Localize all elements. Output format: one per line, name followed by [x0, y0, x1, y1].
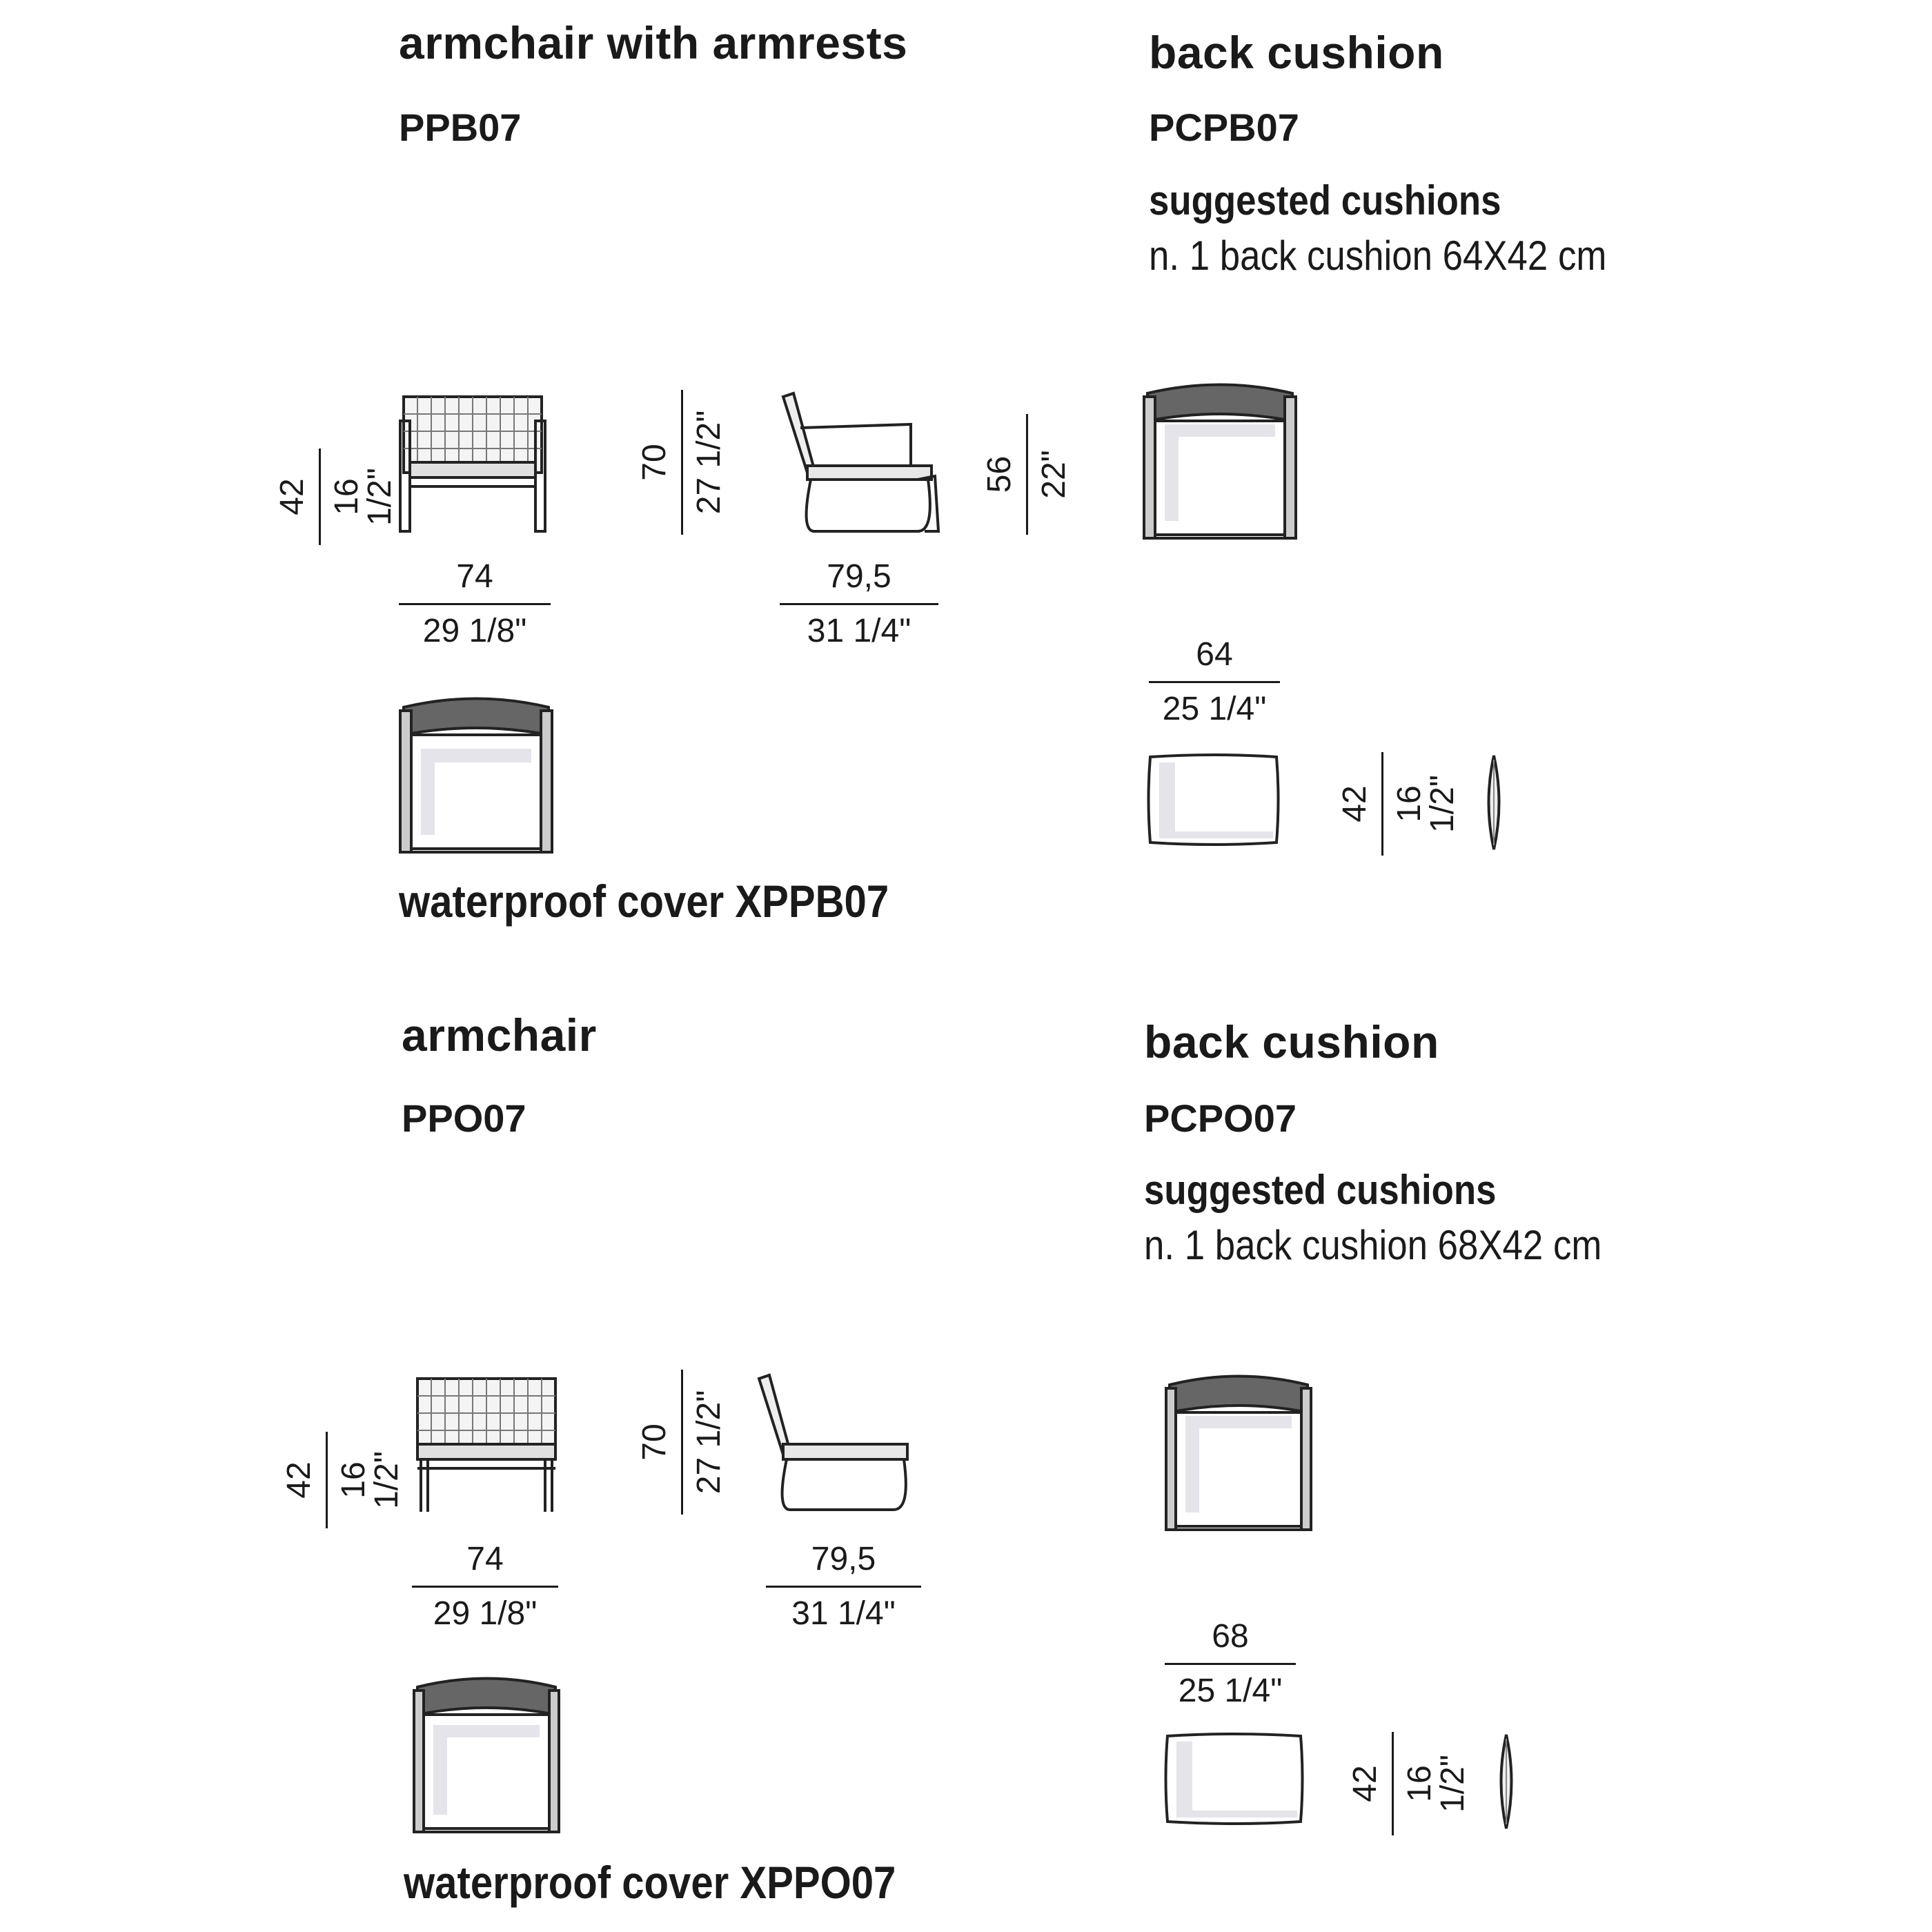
dim-in: 27 1/2": [681, 1370, 727, 1515]
cushion1-side-view: [1487, 755, 1501, 850]
block2-cover: waterproof cover XPPO07: [404, 1857, 896, 1908]
block1-side-height-dim: 70 27 1/2": [636, 390, 727, 535]
block1-code: PPB07: [399, 106, 522, 149]
dim-in: 16 1/2": [319, 448, 398, 545]
dim-cm: 70: [636, 1423, 673, 1461]
armchair-armrests-top-view: [399, 697, 553, 854]
cushion2-side-view: [1499, 1734, 1513, 1829]
dim-cm: 68: [1212, 1618, 1249, 1655]
cushion1-suggested-label: suggested cushions: [1149, 177, 1501, 224]
cushion1-side-height-dim: 56 22": [981, 414, 1072, 535]
dim-cm: 42: [281, 1461, 317, 1499]
dim-in: 16 1/2": [326, 1432, 405, 1528]
cushion1-height-dim: 42 16 1/2": [1337, 752, 1461, 856]
block1-front-height-dim: 42 16 1/2": [274, 448, 398, 545]
cushion2-title: back cushion: [1144, 1016, 1439, 1067]
dim-in: 27 1/2": [681, 390, 727, 535]
dim-in: 29 1/8": [412, 1586, 558, 1630]
dim-cm: 56: [981, 455, 1018, 493]
block2-side-depth-dim: 79,5 31 1/4": [766, 1543, 921, 1630]
dim-in: 25 1/4": [1165, 1663, 1296, 1708]
block2-front-width-dim: 74 29 1/8": [412, 1543, 558, 1630]
dim-in: 29 1/8": [399, 603, 551, 648]
cushion2-code: PCPO07: [1144, 1096, 1297, 1140]
dim-cm: 79,5: [811, 1541, 876, 1577]
armchair-armrests-side-view: [781, 391, 940, 533]
dim-cm: 70: [636, 444, 673, 481]
dim-cm: 42: [274, 478, 310, 515]
cushion2-top-view: [1165, 1374, 1312, 1531]
cushion1-title: back cushion: [1149, 27, 1444, 78]
dim-in: 16 1/2": [1381, 752, 1461, 856]
cushion2-suggested-label: suggested cushions: [1144, 1167, 1497, 1213]
cushion2-height-dim: 42 16 1/2": [1347, 1732, 1471, 1835]
block1-front-width-dim: 74 29 1/8": [399, 560, 551, 648]
block2-title: armchair: [402, 1009, 597, 1061]
cushion1-front-view: [1147, 753, 1280, 846]
dim-cm: 74: [466, 1541, 504, 1577]
dim-cm: 64: [1196, 636, 1233, 673]
cushion2-width-dim: 68 25 1/4": [1165, 1620, 1296, 1708]
cushion1-top-view: [1143, 383, 1297, 540]
block2-front-height-dim: 42 16 1/2": [281, 1432, 405, 1528]
dim-in: 16 1/2": [1392, 1732, 1471, 1835]
cushion2-suggested-text: n. 1 back cushion 68X42 cm: [1144, 1222, 1602, 1268]
dim-in: 31 1/4": [780, 603, 938, 648]
dim-in: 22": [1026, 414, 1072, 535]
block1-cover: waterproof cover XPPB07: [399, 876, 889, 927]
armchair-top-view: [413, 1677, 560, 1833]
dim-in: 31 1/4": [766, 1586, 921, 1630]
dim-cm: 42: [1337, 785, 1373, 822]
dim-cm: 42: [1347, 1765, 1383, 1802]
cushion1-suggested-text: n. 1 back cushion 64X42 cm: [1149, 233, 1607, 279]
block1-title: armchair with armrests: [399, 17, 908, 68]
block1-side-depth-dim: 79,5 31 1/4": [780, 560, 938, 648]
dim-cm: 79,5: [827, 558, 891, 595]
cushion1-code: PCPB07: [1149, 106, 1299, 149]
cushion2-front-view: [1164, 1733, 1304, 1825]
armchair-side-view: [757, 1373, 909, 1511]
block2-code: PPO07: [402, 1096, 526, 1140]
armchair-armrests-front-view: [399, 395, 546, 533]
dim-in: 25 1/4": [1149, 681, 1280, 726]
cushion1-width-dim: 64 25 1/4": [1149, 638, 1280, 726]
armchair-front-view: [416, 1377, 557, 1512]
dim-cm: 74: [456, 558, 493, 595]
block2-side-height-dim: 70 27 1/2": [636, 1370, 727, 1515]
